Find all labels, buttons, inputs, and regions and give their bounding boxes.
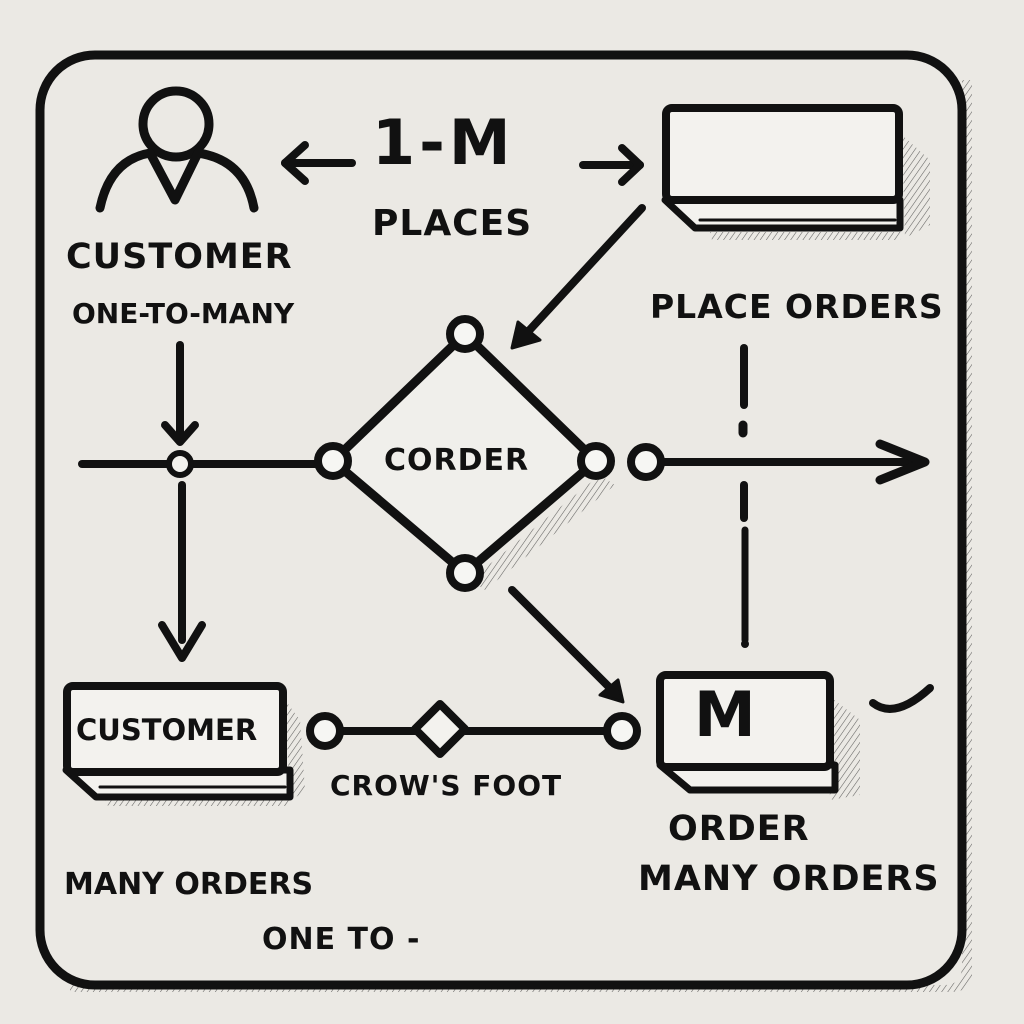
- place-orders-label: PLACE ORDERS: [650, 287, 944, 326]
- dashed-vertical-connector: [738, 344, 749, 648]
- one-to-label: ONE TO -: [262, 922, 421, 957]
- many-orders-left-label: MANY ORDERS: [64, 867, 314, 902]
- places-label: PLACES: [372, 203, 533, 244]
- diamond-port-left: [314, 442, 352, 480]
- crows-foot-connector: [306, 700, 641, 758]
- arrow-diamond-to-right: [627, 439, 930, 485]
- customer-entity-box: [62, 682, 305, 806]
- diamond-port-top: [446, 315, 484, 353]
- person-icon: [95, 86, 259, 213]
- cardinality-arrow-right: [579, 144, 644, 186]
- order-label: ORDER: [668, 809, 810, 849]
- arrow-top-entity-to-diamond: [510, 204, 646, 350]
- crows-foot-label: CROW'S FOOT: [330, 769, 563, 802]
- customer-actor-label: CUSTOMER: [66, 237, 293, 277]
- diamond-port-bottom: [446, 554, 484, 592]
- customer-entity-label: CUSTOMER: [76, 713, 258, 747]
- relationship-label: CORDER: [384, 443, 530, 478]
- tilde-mark: [869, 684, 934, 713]
- diamond-port-right: [577, 442, 615, 480]
- order-relationship-diamond: [314, 315, 615, 592]
- order-entity-symbol: M: [694, 678, 757, 751]
- outer-frame: [35, 50, 967, 990]
- one-to-many-label: ONE-TO-MANY: [72, 297, 295, 330]
- cardinality-label: 1-M: [372, 106, 515, 179]
- many-orders-right-label: MANY ORDERS: [638, 859, 940, 899]
- cardinality-arrow-left: [281, 141, 356, 185]
- arrow-diamond-to-order: [508, 586, 625, 704]
- order-entity-box: [656, 671, 860, 800]
- left-connector: [78, 341, 322, 662]
- top-entity-box: [661, 104, 930, 240]
